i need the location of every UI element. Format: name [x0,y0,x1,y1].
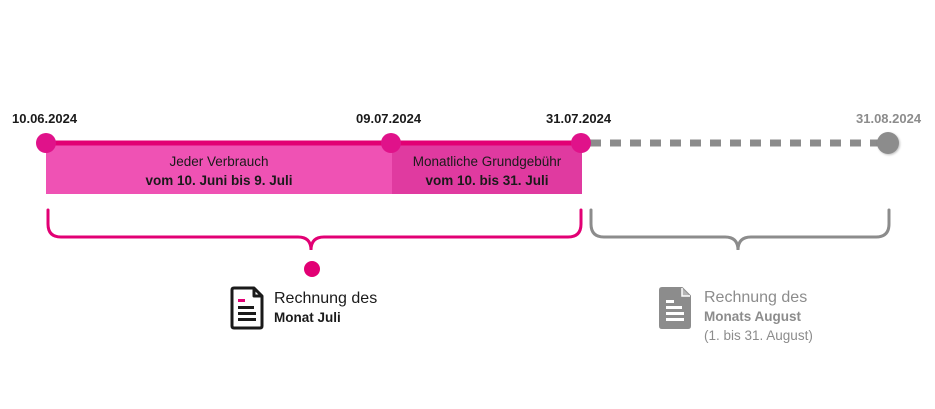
invoice-august-line3: (1. bis 31. August) [704,328,813,343]
base-fee-period-bar [392,143,582,194]
base-fee-period-line2: vom 10. bis 31. Juli [425,173,549,188]
date-mid: 09.07.2024 [356,111,422,126]
marker-mid [381,133,401,153]
marker-end [571,133,591,153]
marker-start [36,133,56,153]
invoice-august-label: Rechnung des Monats August (1. bis 31. A… [704,288,813,345]
base-fee-period-line1: Monatliche Grundgebühr [412,154,562,169]
base-fee-period-label: Monatliche Grundgebühr vom 10. bis 31. J… [392,152,582,190]
document-icon [659,287,691,329]
marker-future [877,132,899,154]
brace-july-dot [304,261,320,277]
invoice-july-line1: Rechnung des [274,290,378,307]
document-icon [230,286,264,330]
brace-july [46,208,583,251]
date-future: 31.08.2024 [856,111,922,126]
brace-august [589,208,891,251]
usage-period-line2: vom 10. Juni bis 9. Juli [145,173,293,188]
usage-period-bar [46,143,392,194]
invoice-july-label: Rechnung des Monat Juli [274,289,377,327]
usage-period-label: Jeder Verbrauch vom 10. Juni bis 9. Juli [46,152,392,190]
date-start: 10.06.2024 [12,111,78,126]
date-end: 31.07.2024 [546,111,612,126]
invoice-august-line1: Rechnung des [704,289,808,306]
usage-period-line1: Jeder Verbrauch [169,154,269,169]
invoice-august-line2: Monats August [704,309,801,324]
invoice-july-line2: Monat Juli [274,310,341,325]
